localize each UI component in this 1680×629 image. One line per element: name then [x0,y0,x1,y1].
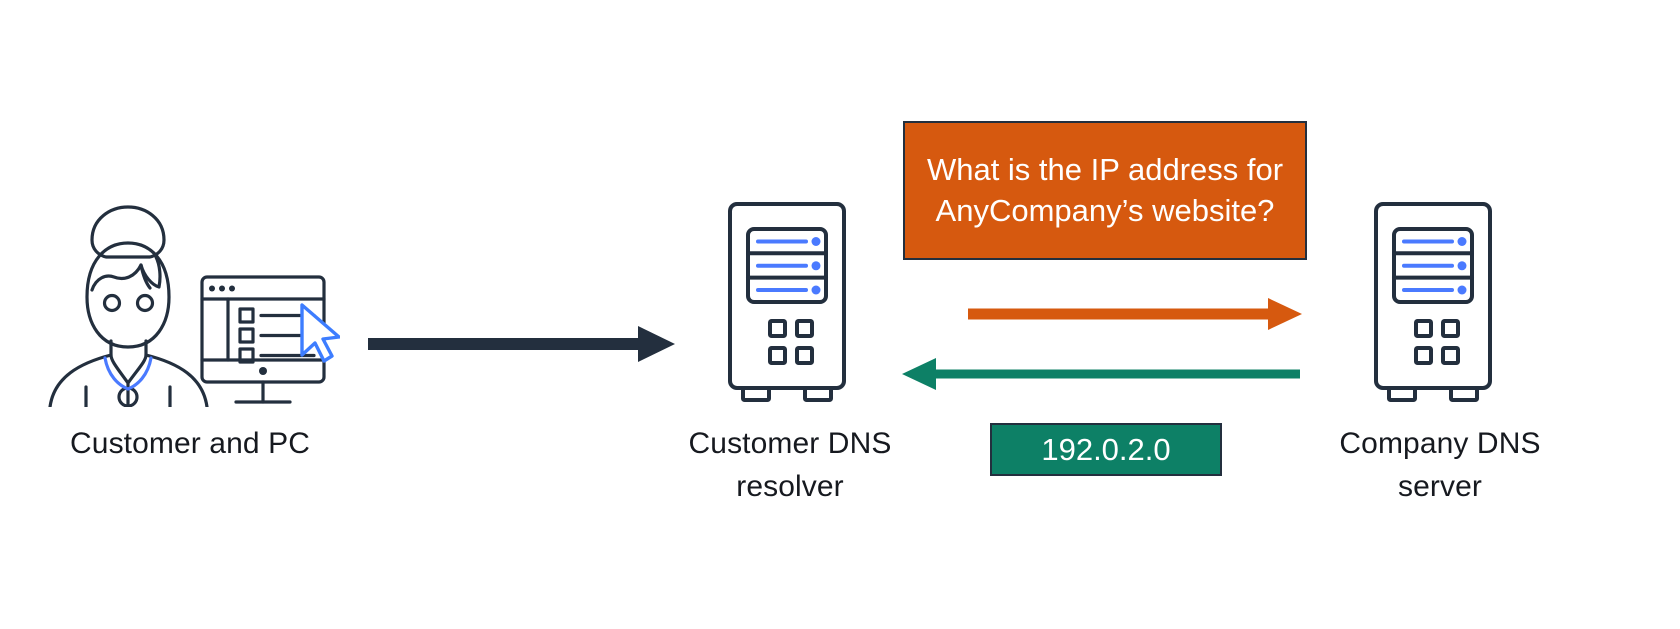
person-with-monitor-icon [48,205,341,409]
query-callout: What is the IP address for AnyCompany’s … [903,121,1307,260]
customer-dns-resolver-icon [726,200,848,415]
answer-callout: 192.0.2.0 [990,423,1222,476]
company-dns-server-label: Company DNS server [1339,427,1541,503]
request-arrow-dark [368,322,678,371]
customer-pc-label: Customer and PC [70,427,310,460]
company-dns-server-icon [1372,200,1494,415]
customer-dns-resolver-label: Customer DNS resolver [688,427,892,503]
mouse-cursor-icon [300,303,341,363]
server-tower-icon [728,202,846,402]
customer-pc-icon [40,195,341,409]
server-tower-icon [1374,202,1492,402]
query-arrow-orange [900,294,1304,339]
response-arrow-green [900,354,1304,399]
